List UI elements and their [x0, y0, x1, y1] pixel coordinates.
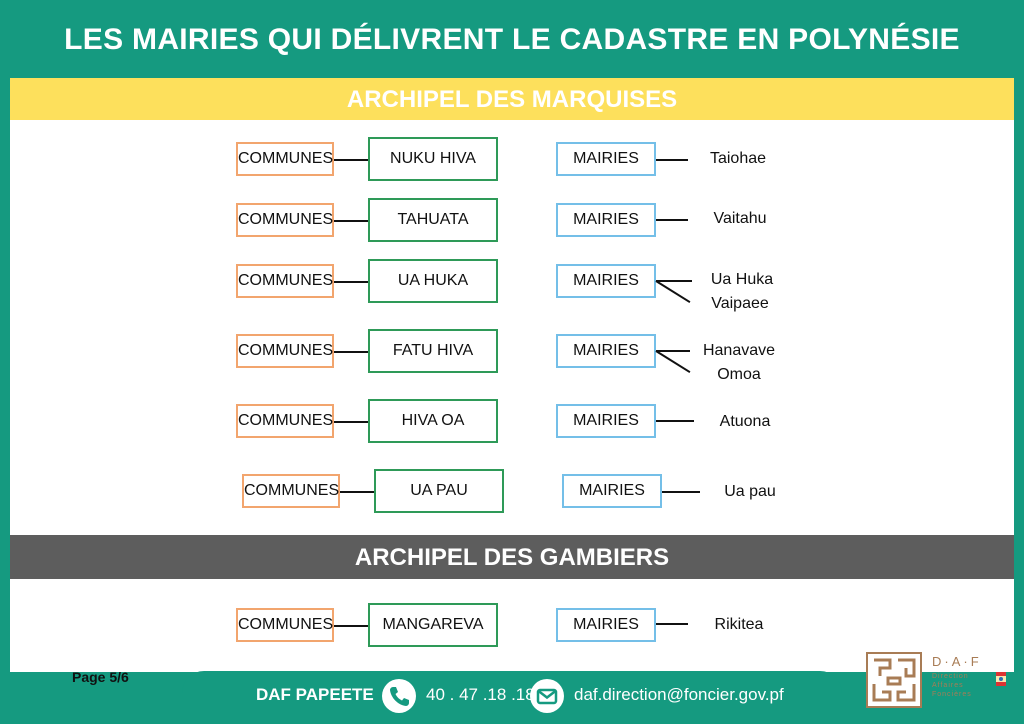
connector-line — [656, 280, 692, 282]
connector-line — [656, 219, 688, 221]
footer-org: DAF PAPEETE — [256, 685, 374, 704]
commune-box: UA HUKA — [368, 259, 498, 303]
communes-label: COMMUNES — [242, 474, 340, 508]
logo-acronym: D·A·F — [932, 654, 982, 669]
mairie-name: Rikitea — [714, 616, 764, 633]
section-heading-marquises: ARCHIPEL DES MARQUISES — [10, 78, 1014, 120]
logo-line: Affaires — [932, 682, 964, 689]
commune-box: MANGAREVA — [368, 603, 498, 647]
mairie-name: Vaitahu — [713, 210, 767, 227]
connector-line — [334, 281, 370, 283]
mairie-name: Vaipaee — [711, 295, 769, 312]
mairie-name: Hanavave — [702, 342, 776, 359]
mairie-name: Ua pau — [724, 483, 776, 500]
mairies-label: MAIRIES — [556, 203, 656, 237]
connector-line — [656, 350, 690, 352]
mail-icon — [530, 679, 564, 713]
mairies-label: MAIRIES — [556, 334, 656, 368]
connector-line — [656, 623, 688, 625]
connector-line — [656, 159, 688, 161]
communes-label: COMMUNES — [236, 203, 334, 237]
commune-box: HIVA OA — [368, 399, 498, 443]
connector-line — [334, 159, 370, 161]
logo-line: Foncières — [932, 691, 972, 698]
mairie-name: Omoa — [717, 366, 761, 383]
communes-label: COMMUNES — [236, 608, 334, 642]
content-panel — [10, 78, 1014, 672]
mairies-label: MAIRIES — [556, 264, 656, 298]
communes-label: COMMUNES — [236, 404, 334, 438]
section-heading-gambiers: ARCHIPEL DES GAMBIERS — [10, 535, 1014, 579]
commune-box: NUKU HIVA — [368, 137, 498, 181]
mairie-name: Atuona — [719, 413, 771, 430]
connector-line — [334, 220, 370, 222]
mairie-name: Ua Huka — [710, 271, 774, 288]
mairies-label: MAIRIES — [562, 474, 662, 508]
communes-label: COMMUNES — [236, 264, 334, 298]
communes-label: COMMUNES — [236, 142, 334, 176]
page-title: LES MAIRIES QUI DÉLIVRENT LE CADASTRE EN… — [64, 23, 960, 136]
connector-line — [334, 421, 370, 423]
connector-line — [340, 491, 376, 493]
footer-bar: DAF PAPEETE 40 . 47 .18 .18 daf.directio… — [182, 671, 842, 724]
connector-line — [334, 351, 370, 353]
daf-logo: D·A·F Direction Affaires Foncières — [866, 650, 1016, 710]
commune-box: UA PAU — [374, 469, 504, 513]
footer-phone[interactable]: 40 . 47 .18 .18 — [426, 685, 535, 704]
mairies-label: MAIRIES — [556, 608, 656, 642]
page-number: Page 5/6 — [72, 669, 129, 685]
connector-line — [662, 491, 700, 493]
connector-line — [656, 420, 694, 422]
mairie-name: Taiohae — [709, 150, 767, 167]
footer-email[interactable]: daf.direction@foncier.gov.pf — [574, 685, 784, 704]
phone-icon — [382, 679, 416, 713]
flag-emblem-icon — [996, 672, 1006, 686]
commune-box: FATU HIVA — [368, 329, 498, 373]
connector-line — [334, 625, 370, 627]
logo-line: Direction — [932, 673, 969, 680]
communes-label: COMMUNES — [236, 334, 334, 368]
mairies-label: MAIRIES — [556, 142, 656, 176]
logo-emblem — [866, 652, 922, 708]
logo-subtitle: Direction Affaires Foncières — [932, 672, 972, 699]
mairies-label: MAIRIES — [556, 404, 656, 438]
commune-box: TAHUATA — [368, 198, 498, 242]
